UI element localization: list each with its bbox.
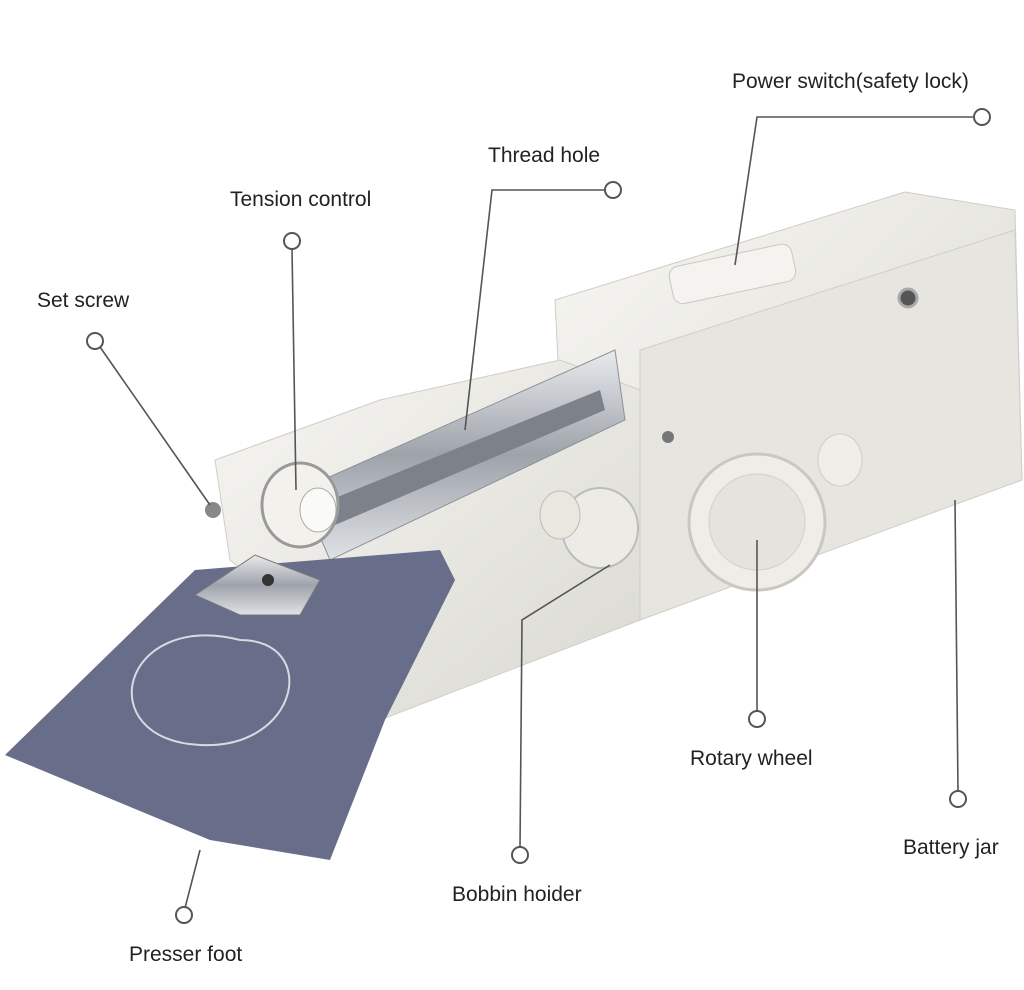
label-tension-control: Tension control (230, 188, 372, 211)
label-rotary-wheel: Rotary wheel (690, 747, 813, 770)
label-set-screw: Set screw (37, 289, 130, 312)
label-battery-jar: Battery jar (903, 836, 999, 859)
leader-lines (99, 116, 974, 909)
label-power-switch: Power switch(safety lock) (732, 70, 969, 93)
label-presser-foot: Presser foot (129, 943, 243, 966)
leader-circles (86, 108, 991, 924)
power-switch (668, 243, 797, 305)
fabric (5, 550, 455, 860)
presser-foot-part (193, 554, 321, 616)
label-bobbin-holder: Bobbin hoider (452, 883, 582, 906)
screw (897, 287, 919, 309)
label-thread-hole: Thread hole (488, 144, 601, 167)
